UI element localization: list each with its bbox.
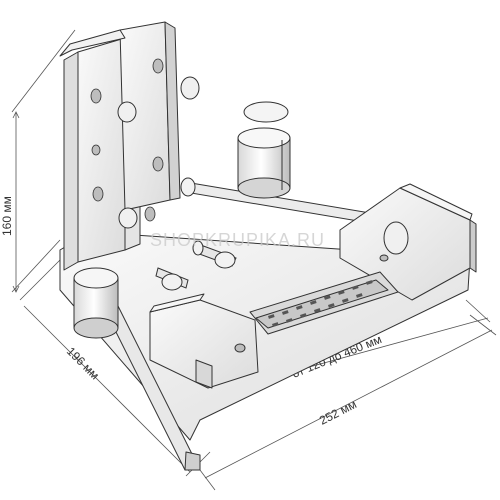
rail-slot [352, 285, 359, 290]
watermark: SHOPKRUPIKA.RU [150, 230, 325, 250]
dimension-height [11, 29, 76, 293]
rail-slot [366, 280, 373, 285]
clamp-hole [379, 254, 389, 262]
clamp-bolt-head [383, 221, 409, 255]
rail-slot [268, 314, 275, 319]
post-bolts [117, 76, 200, 229]
rail-perforations [268, 280, 373, 327]
rail-slot [328, 303, 335, 308]
post-hole [152, 58, 164, 74]
post-hole [90, 88, 102, 104]
front-clamp [149, 293, 259, 389]
rail-slot [296, 305, 303, 310]
sleeve-cap [243, 101, 289, 123]
slide-rail [249, 271, 399, 335]
rail-slot [342, 298, 349, 303]
rail-slot [286, 318, 293, 323]
rail-slot [300, 313, 307, 318]
spare-sleeve [237, 101, 291, 199]
rail-slot [324, 295, 331, 300]
rail-slot [310, 300, 317, 305]
post-hole [144, 206, 156, 222]
dimension-length [199, 314, 497, 491]
loose-pin [192, 240, 237, 269]
right-clamp [339, 183, 477, 301]
loose-pin-2 [155, 267, 189, 291]
rail-slot [282, 310, 289, 315]
rail-slot [338, 290, 345, 295]
width-label: 196 мм [64, 344, 102, 382]
rail-slot [356, 293, 363, 298]
post-bolt-head [117, 101, 137, 123]
length-label: 252 мм [317, 397, 359, 428]
front-clamp-hole [234, 343, 246, 353]
loose-bolt-head [180, 76, 200, 100]
post-holes [90, 58, 164, 222]
post-bolt-head [118, 207, 138, 229]
rail-slot [272, 322, 279, 327]
post-hole [92, 186, 104, 202]
pivot-sleeve [73, 267, 119, 339]
height-label: 160 мм [0, 196, 14, 236]
post-hole [152, 156, 164, 172]
post-hole [91, 144, 101, 156]
rail-slot [314, 308, 321, 313]
